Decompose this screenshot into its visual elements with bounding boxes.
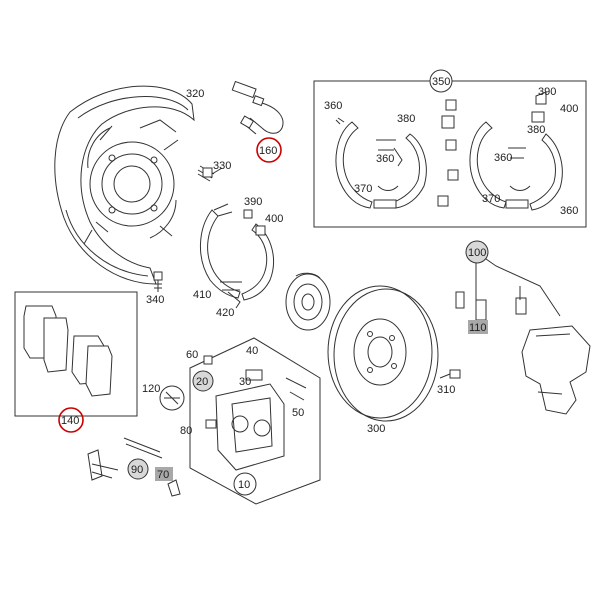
label-100: 100 (468, 247, 486, 259)
highlight-circle-140 (58, 407, 84, 433)
caliper-assembly-10 (189, 337, 321, 505)
label-340: 340 (146, 294, 164, 306)
wear-sensor-160 (231, 80, 284, 135)
badge-10 (233, 472, 257, 496)
label-400b: 400 (265, 213, 283, 225)
highlight-circle-160 (256, 137, 282, 163)
brake-pads-140 (23, 305, 113, 397)
label-50: 50 (292, 407, 304, 419)
label-80: 80 (180, 425, 192, 437)
brake-disc-300 (327, 285, 439, 422)
label-40: 40 (246, 345, 258, 357)
label-60: 60 (186, 349, 198, 361)
label-380a: 380 (397, 113, 415, 125)
label-360d: 360 (560, 205, 578, 217)
label-420: 420 (216, 307, 234, 319)
badge-110 (468, 320, 488, 334)
brake-shoe-left-set (335, 117, 427, 209)
badge-100 (465, 240, 489, 264)
label-300: 300 (367, 423, 385, 435)
brake-pad-box (14, 291, 138, 417)
label-390b: 390 (244, 196, 262, 208)
bolt-330 (197, 165, 223, 182)
label-90: 90 (131, 464, 143, 476)
badge-350 (429, 69, 453, 93)
label-20: 20 (196, 376, 208, 388)
screw-310 (439, 369, 461, 379)
label-360c: 360 (494, 152, 512, 164)
pad-spring-120 (159, 385, 185, 411)
label-370b: 370 (482, 193, 500, 205)
label-140: 140 (61, 415, 79, 427)
label-380b: 380 (527, 124, 545, 136)
label-400a: 400 (560, 103, 578, 115)
label-160: 160 (259, 145, 277, 157)
label-330: 330 (213, 160, 231, 172)
backing-plate-320 (54, 85, 195, 285)
label-70: 70 (157, 469, 169, 481)
label-360a: 360 (324, 100, 342, 112)
brake-shoe-right-set (469, 91, 563, 211)
badge-90 (127, 458, 149, 480)
small-parts-390-400-left (437, 99, 459, 207)
parking-shoe-390-400-410-420 (199, 203, 274, 309)
label-320: 320 (186, 88, 204, 100)
label-10: 10 (238, 479, 250, 491)
label-350: 350 (432, 76, 450, 88)
label-360b: 360 (376, 153, 394, 165)
bolt-340 (153, 271, 163, 292)
label-120: 120 (142, 383, 160, 395)
label-410: 410 (193, 289, 211, 301)
label-390a: 390 (538, 86, 556, 98)
label-30: 30 (239, 376, 251, 388)
badge-70 (155, 467, 173, 481)
label-110: 110 (469, 322, 487, 334)
label-370a: 370 (354, 183, 372, 195)
wheel-hub (285, 272, 331, 331)
badge-20 (192, 370, 214, 392)
label-310: 310 (437, 384, 455, 396)
guide-pins-90-70 (87, 437, 181, 497)
